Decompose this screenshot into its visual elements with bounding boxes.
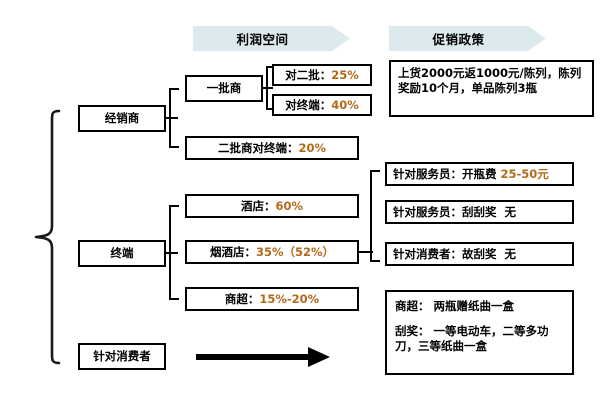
banner-profit-space-label: 利润空间 xyxy=(236,32,289,47)
margin-second-to-terminal-prefix: 二批商对终端： xyxy=(217,140,299,155)
terminal-margin-tobacco-text: 烟酒店：35%（52%） xyxy=(210,245,334,260)
first-wholesaler-label: 一批商 xyxy=(206,81,242,96)
margin-to-terminal-text: 对终端：40% xyxy=(285,98,359,113)
promo-waiter-scratch-text: 针对服务员：刮刮奖 无 xyxy=(393,205,516,220)
margin-to-terminal-prefix: 对终端： xyxy=(285,97,332,112)
promo-box-consumer-rewards[interactable]: 商超： 两瓶赠纸曲一盒 刮奖： 一等电动车，二等多功刀，三等纸曲一盒 xyxy=(385,290,574,375)
banner-promo-policy-label: 促销政策 xyxy=(432,32,485,47)
terminal-margin-hotel-text: 酒店：60% xyxy=(241,199,303,214)
promo-consumer-scratch-prefix: 针对消费者：故刮奖 xyxy=(393,246,497,261)
channel-box-terminal[interactable]: 终端 xyxy=(78,240,166,267)
margin-to-second-wholesale-text: 对二批：25% xyxy=(285,68,359,83)
channel-box-consumer[interactable]: 针对消费者 xyxy=(78,343,166,370)
terminal-margin-supermarket-text: 商超：15%-20% xyxy=(225,292,319,307)
margin-second-to-terminal-value: 20% xyxy=(298,140,327,155)
margin-second-to-terminal-text: 二批商对终端：20% xyxy=(218,141,326,156)
margin-to-terminal-value: 40% xyxy=(331,97,359,112)
terminal-margin-box-hotel[interactable]: 酒店：60% xyxy=(185,194,359,218)
promo-box-consumer-scratch-prize[interactable]: 针对消费者：故刮奖 无 xyxy=(385,242,574,266)
margin-box-second-to-terminal[interactable]: 二批商对终端：20% xyxy=(185,136,359,160)
terminal-margin-tobacco-prefix: 烟酒店： xyxy=(209,244,256,259)
channel-label-consumer: 针对消费者 xyxy=(93,349,151,364)
promo-box-waiter-open-bottle-fee[interactable]: 针对服务员：开瓶费 25-50元 xyxy=(385,162,574,186)
promo-box-waiter-scratch-prize[interactable]: 针对服务员：刮刮奖 无 xyxy=(385,200,574,224)
promo-distributor-text: 上货2000元返1000元/陈列，陈列奖励10个月，单品陈列3瓶 xyxy=(398,66,582,96)
connector-terminal-stub xyxy=(166,252,178,254)
channel-label-terminal: 终端 xyxy=(110,246,134,261)
curly-brace-icon xyxy=(34,109,61,365)
channel-label-distributor: 经销商 xyxy=(104,111,140,126)
promo-consumer-line2: 刮奖： 一等电动车，二等多功刀，三等纸曲一盒 xyxy=(395,324,549,354)
terminal-margin-hotel-value: 60% xyxy=(275,198,304,213)
promo-box-distributor[interactable]: 上货2000元返1000元/陈列，陈列奖励10个月，单品陈列3瓶 xyxy=(389,60,594,117)
promo-waiter-fee-text: 针对服务员：开瓶费 25-50元 xyxy=(393,167,549,182)
promo-consumer-scratch-text: 针对消费者：故刮奖 无 xyxy=(393,247,516,262)
bracket-distributor-split xyxy=(169,88,179,148)
promo-waiter-scratch-value: 无 xyxy=(504,204,517,219)
channel-box-distributor[interactable]: 经销商 xyxy=(78,105,166,132)
connector-terminal-promo-stub xyxy=(359,251,373,253)
terminal-margin-supermarket-value: 15%-20% xyxy=(259,291,320,306)
promo-consumer-scratch-value: 无 xyxy=(504,246,517,261)
connector-first-wholesaler-stub xyxy=(263,87,273,89)
box-first-wholesaler[interactable]: 一批商 xyxy=(185,75,263,102)
connector-distributor-stub xyxy=(166,117,178,119)
bracket-terminal-promo xyxy=(370,170,380,262)
bracket-terminal-split xyxy=(169,205,179,300)
promo-consumer-line1: 商超： 两瓶赠纸曲一盒 xyxy=(395,299,515,313)
bracket-first-wholesaler-margins xyxy=(266,66,275,110)
margin-box-to-terminal[interactable]: 对终端：40% xyxy=(272,94,372,116)
margin-to-second-wholesale-prefix: 对二批： xyxy=(285,67,332,82)
right-arrow-icon xyxy=(196,347,330,367)
promo-waiter-scratch-prefix: 针对服务员：刮刮奖 xyxy=(393,204,497,219)
margin-box-to-second-wholesale[interactable]: 对二批：25% xyxy=(272,64,372,86)
terminal-margin-tobacco-value: 35%（52%） xyxy=(255,244,335,259)
terminal-margin-hotel-prefix: 酒店： xyxy=(240,198,276,213)
banner-profit-space: 利润空间 xyxy=(193,26,350,51)
terminal-margin-box-supermarket[interactable]: 商超：15%-20% xyxy=(185,287,359,311)
promo-waiter-fee-value: 25-50元 xyxy=(500,166,549,181)
banner-promo-policy: 促销政策 xyxy=(389,26,546,51)
margin-to-second-wholesale-value: 25% xyxy=(331,67,359,82)
terminal-margin-supermarket-prefix: 商超： xyxy=(224,291,260,306)
terminal-margin-box-tobacco-liquor-store[interactable]: 烟酒店：35%（52%） xyxy=(185,240,359,264)
promo-waiter-fee-prefix: 针对服务员：开瓶费 xyxy=(393,166,497,181)
